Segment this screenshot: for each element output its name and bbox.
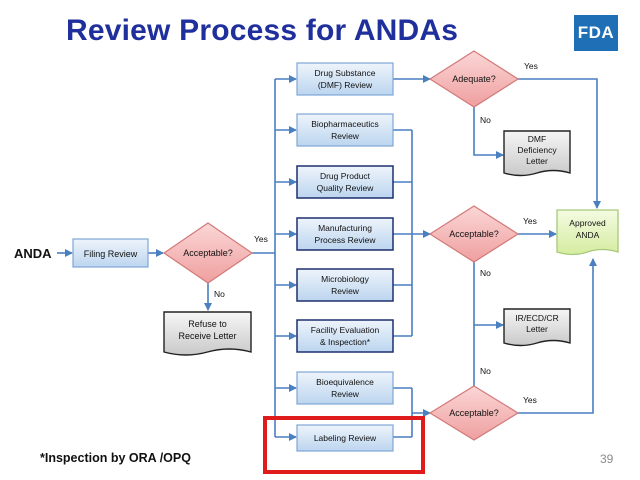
review-box-drug-product: Drug Product Quality Review bbox=[296, 165, 394, 199]
page-title: Review Process for ANDAs bbox=[66, 14, 459, 47]
edge-label-no-adequate: No bbox=[480, 115, 491, 125]
review-box-dmf-line2: (DMF) Review bbox=[318, 80, 373, 90]
doc-approved-anda: Approved ANDA bbox=[556, 209, 619, 256]
doc-approved-line2: ANDA bbox=[576, 230, 600, 240]
review-box-facility-line2: & Inspection* bbox=[320, 337, 371, 347]
edge-label-no-acceptable-3: No bbox=[480, 366, 491, 376]
doc-ir-line2: Letter bbox=[526, 324, 548, 334]
doc-refuse-line2: Receive Letter bbox=[178, 331, 236, 341]
review-box-dmf-line1: Drug Substance bbox=[315, 68, 376, 78]
review-box-facility: Facility Evaluation & Inspection* bbox=[296, 319, 394, 353]
doc-ir-ecd-cr-letter: IR/ECD/CR Letter bbox=[503, 308, 571, 347]
decision-acceptable-2: Acceptable? bbox=[428, 205, 520, 263]
review-box-manufacturing-line2: Process Review bbox=[315, 235, 377, 245]
edge-label-yes-adequate: Yes bbox=[524, 61, 538, 71]
review-box-drug-product-line2: Quality Review bbox=[317, 183, 375, 193]
decision-adequate: Adequate? bbox=[428, 50, 520, 108]
review-box-labeling-label: Labeling Review bbox=[314, 433, 377, 443]
page-number: 39 bbox=[600, 452, 614, 466]
review-box-manufacturing-line1: Manufacturing bbox=[318, 223, 372, 233]
connector-adequate-yes bbox=[518, 78, 601, 209]
review-box-biopharm: Biopharmaceutics Review bbox=[296, 113, 394, 147]
doc-refuse-letter: Refuse to Receive Letter bbox=[163, 311, 252, 356]
filing-review-box bbox=[72, 238, 149, 268]
decision-acceptable-3-label: Acceptable? bbox=[449, 408, 499, 418]
doc-refuse-line1: Refuse to bbox=[188, 319, 227, 329]
edge-label-no-1: No bbox=[214, 289, 225, 299]
review-box-bioequivalence-line2: Review bbox=[331, 389, 360, 399]
review-box-facility-line1: Facility Evaluation bbox=[311, 325, 380, 335]
anda-label: ANDA bbox=[14, 246, 52, 261]
doc-dmf-line3: Letter bbox=[526, 156, 548, 166]
decision-acceptable-1-label: Acceptable? bbox=[183, 248, 233, 258]
connectors bbox=[57, 75, 601, 441]
connector-adequate-no bbox=[473, 107, 504, 159]
decision-adequate-label: Adequate? bbox=[452, 74, 496, 84]
labeling-highlight bbox=[263, 416, 425, 474]
review-box-biopharm-line1: Biopharmaceutics bbox=[311, 119, 379, 129]
review-box-dmf: Drug Substance (DMF) Review bbox=[296, 62, 394, 96]
review-box-microbiology-line1: Microbiology bbox=[321, 274, 369, 284]
fda-logo: FDA bbox=[574, 15, 618, 51]
review-box-biopharm-line2: Review bbox=[331, 131, 360, 141]
review-box-microbiology-line2: Review bbox=[331, 286, 360, 296]
review-box-drug-product-line1: Drug Product bbox=[320, 171, 371, 181]
doc-approved-line1: Approved bbox=[569, 218, 606, 228]
doc-dmf-line2: Deficiency bbox=[517, 145, 557, 155]
doc-dmf-deficiency-letter: DMF Deficiency Letter bbox=[503, 130, 571, 177]
edge-label-yes-1: Yes bbox=[254, 234, 268, 244]
doc-ir-line1: IR/ECD/CR bbox=[515, 313, 558, 323]
edge-labels: Yes No Yes No Yes No No Yes bbox=[214, 61, 538, 405]
decision-acceptable-2-label: Acceptable? bbox=[449, 229, 499, 239]
edge-label-no-acceptable-2: No bbox=[480, 268, 491, 278]
decision-acceptable-1: Acceptable? bbox=[162, 222, 254, 284]
decision-acceptable-3: Acceptable? bbox=[428, 385, 520, 441]
review-box-bioequivalence-line1: Bioequivalence bbox=[316, 377, 374, 387]
doc-dmf-line1: DMF bbox=[528, 134, 546, 144]
review-box-microbiology: Microbiology Review bbox=[296, 268, 394, 302]
edge-label-yes-acceptable-3: Yes bbox=[523, 395, 537, 405]
review-box-labeling: Labeling Review bbox=[296, 424, 394, 452]
edge-label-yes-acceptable-2: Yes bbox=[523, 216, 537, 226]
footnote: *Inspection by ORA /OPQ bbox=[40, 451, 191, 465]
filing-review-label: Filing Review bbox=[84, 249, 138, 259]
review-box-bioequivalence: Bioequivalence Review bbox=[296, 371, 394, 405]
review-box-manufacturing: Manufacturing Process Review bbox=[296, 217, 394, 251]
connector-acceptable3-yes bbox=[518, 258, 597, 414]
